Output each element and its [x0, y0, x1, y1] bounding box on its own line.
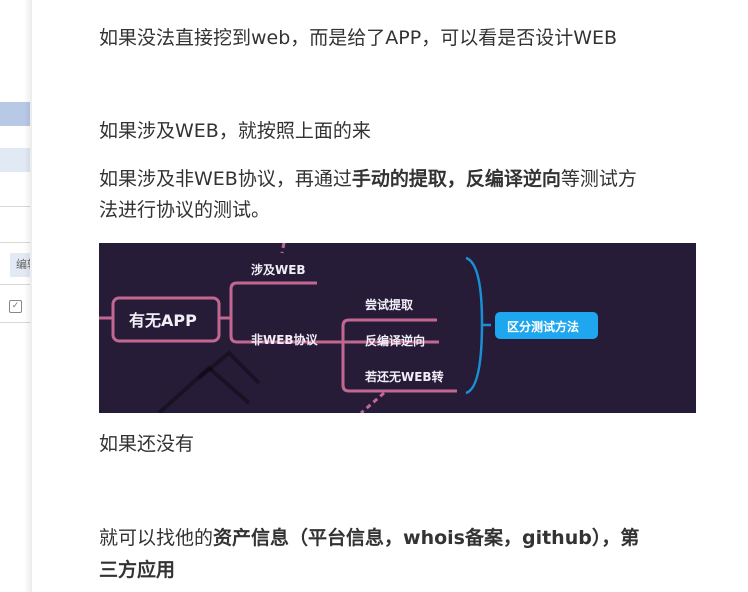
- paragraph-3-bold: 手动的提取，反编译逆向: [351, 168, 561, 190]
- mindmap-image: 有无APP 涉及WEB 非WEB协议 尝试提取 反编译逆向 若还无WEB转 区分…: [99, 243, 696, 413]
- paragraph-5-line-2: 三方应用: [99, 554, 175, 586]
- paragraph-3-line-2: 法进行协议的测试。: [99, 199, 271, 221]
- mindmap-root: 有无APP: [129, 311, 197, 330]
- sidebar-item-hover[interactable]: [0, 148, 30, 172]
- paragraph-5-text: 就可以找他的: [99, 527, 214, 549]
- mindmap-leaf-1: 尝试提取: [365, 298, 414, 312]
- mindmap-branch-nonweb: 非WEB协议: [251, 333, 318, 347]
- mindmap-leaf-2: 反编译逆向: [365, 334, 426, 348]
- paragraph-5-bold-2: 三方应用: [99, 559, 176, 581]
- paragraph-3-tail: 等测试方: [560, 168, 637, 190]
- watermark-shape: [157, 365, 251, 413]
- watermark-shape: [197, 350, 261, 385]
- sidebar-shadow: [24, 0, 32, 592]
- divider: [0, 322, 30, 323]
- paragraph-3: 如果涉及非WEB协议，再通过手动的提取，反编译逆向等测试方: [99, 163, 637, 195]
- divider: [0, 206, 30, 207]
- mindmap-branch-web: 涉及WEB: [251, 263, 306, 277]
- mindmap-summary: 区分测试方法: [507, 320, 580, 334]
- paragraph-5-bold: 资产信息（平台信息，whois备案，github），第: [213, 527, 640, 549]
- mindmap-leaf-3: 若还无WEB转: [365, 370, 444, 384]
- summary-bracket: [465, 256, 484, 395]
- dashed-line-1: [280, 243, 286, 254]
- divider: [0, 284, 30, 285]
- paragraph-2: 如果涉及WEB，就按照上面的来: [99, 120, 371, 142]
- dashed-line-2: [360, 391, 385, 413]
- checkbox-icon[interactable]: ✓: [9, 300, 22, 313]
- branch-web-line: [229, 281, 355, 344]
- edit-button[interactable]: 编辑: [10, 253, 30, 277]
- paragraph-4: 如果还没有: [99, 433, 195, 455]
- paragraph-1: 如果没法直接挖到web，而是给了APP，可以看是否设计WEB: [99, 27, 618, 49]
- divider: [0, 242, 30, 243]
- summary-box: [495, 312, 598, 339]
- mindmap-lines: [99, 243, 598, 413]
- left-sidebar: 编辑 ✓: [0, 0, 30, 592]
- paragraph-3-text: 如果涉及非WEB协议，再通过: [99, 168, 352, 190]
- leaf-bracket: [341, 318, 457, 393]
- sidebar-item-active[interactable]: [0, 102, 30, 126]
- paragraph-5: 就可以找他的资产信息（平台信息，whois备案，github），第: [99, 522, 639, 554]
